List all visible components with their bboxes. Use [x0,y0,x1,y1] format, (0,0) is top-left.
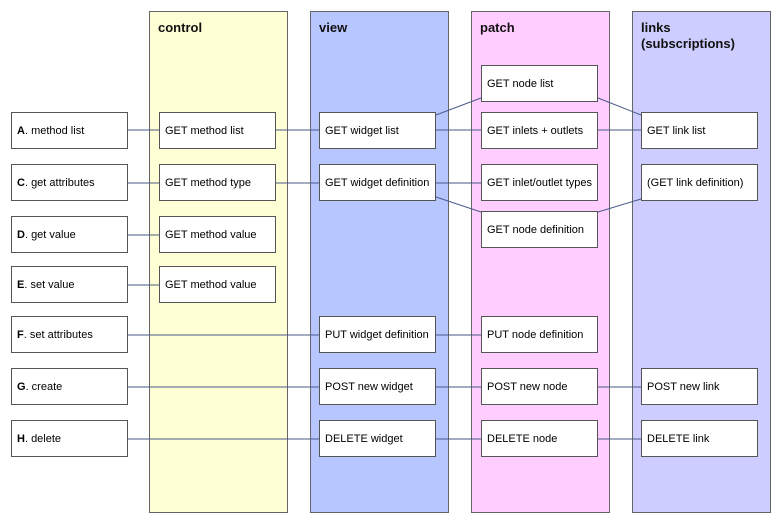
patch-get-inlet-outlet-types[interactable]: GET inlet/outlet types [481,164,598,201]
action-delete[interactable]: H. delete [11,420,128,457]
view-post-new-widget[interactable]: POST new widget [319,368,436,405]
view-put-widget-definition[interactable]: PUT widget definition [319,316,436,353]
control-get-method-value-2[interactable]: GET method value [159,266,276,303]
column-control: control [149,11,288,513]
action-text: . set attributes [23,328,93,341]
line-view-nodedef [435,196,482,213]
action-letter: G [17,380,26,393]
column-title-links-line2: (subscriptions) [641,36,735,51]
action-method-list[interactable]: A. method list [11,112,128,149]
patch-put-node-definition[interactable]: PUT node definition [481,316,598,353]
line-nodelist-links [597,97,642,116]
links-get-link-definition[interactable]: (GET link definition) [641,164,758,201]
patch-get-inlets-outlets[interactable]: GET inlets + outlets [481,112,598,149]
column-title-patch: patch [480,20,515,35]
column-title-links: links (subscriptions) [641,20,735,52]
action-letter: H [17,432,25,445]
action-set-value[interactable]: E. set value [11,266,128,303]
patch-delete-node[interactable]: DELETE node [481,420,598,457]
view-delete-widget[interactable]: DELETE widget [319,420,436,457]
links-post-new-link[interactable]: POST new link [641,368,758,405]
column-title-links-line1: links [641,20,671,35]
control-get-method-list[interactable]: GET method list [159,112,276,149]
action-text: . get value [24,228,76,241]
links-delete-link[interactable]: DELETE link [641,420,758,457]
action-letter: C [17,176,25,189]
column-title-view: view [319,20,348,35]
column-title-control: control [158,20,203,35]
control-get-method-value-1[interactable]: GET method value [159,216,276,253]
control-get-method-type[interactable]: GET method type [159,164,276,201]
view-get-widget-definition[interactable]: GET widget definition [319,164,436,201]
line-nodedef-links [597,198,642,213]
action-get-value[interactable]: D. get value [11,216,128,253]
line-view-nodelist [435,97,482,116]
action-set-attributes[interactable]: F. set attributes [11,316,128,353]
action-text: . method list [24,124,85,137]
patch-post-new-node[interactable]: POST new node [481,368,598,405]
action-text: . create [25,380,63,393]
view-get-widget-list[interactable]: GET widget list [319,112,436,149]
action-text: . delete [24,432,62,445]
links-get-link-list[interactable]: GET link list [641,112,758,149]
action-create[interactable]: G. create [11,368,128,405]
action-letter: E [17,278,25,291]
patch-get-node-list[interactable]: GET node list [481,65,598,102]
action-get-attributes[interactable]: C. get attributes [11,164,128,201]
action-letter: A [17,124,25,137]
action-text: . get attributes [24,176,95,189]
action-letter: F [17,328,24,341]
action-text: . set value [24,278,75,291]
action-letter: D [17,228,25,241]
patch-get-node-definition[interactable]: GET node definition [481,211,598,248]
